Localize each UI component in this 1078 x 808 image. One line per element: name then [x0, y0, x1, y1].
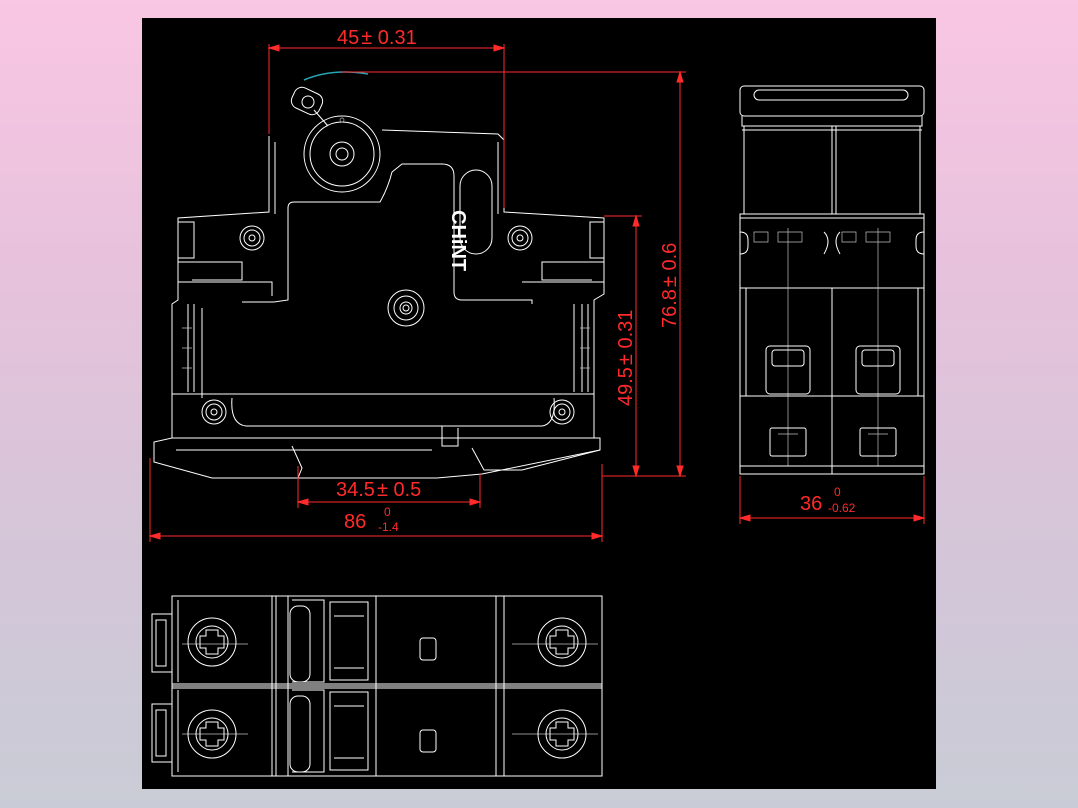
side-terminal-left — [765, 345, 811, 395]
dim-body-height: 49.5± 0.31 — [615, 310, 637, 406]
svg-text:0: 0 — [384, 505, 391, 519]
side-view — [739, 85, 925, 475]
top-view — [151, 595, 603, 777]
side-top-cap — [739, 85, 925, 117]
front-screw-bottom-right — [549, 399, 575, 425]
dim-top-width: 45± 0.31 — [337, 27, 417, 49]
dim-side-width: 36 0 -0.62 — [800, 485, 856, 515]
side-terminal-right — [855, 345, 901, 395]
technical-drawing: CHiNT 45± 0.31 76.8± 0.6 49.5± 0.31 34.5… — [148, 27, 926, 777]
svg-text:-1.4: -1.4 — [378, 520, 399, 534]
front-inner-face — [287, 163, 533, 304]
indicator-slot — [459, 169, 493, 255]
svg-text:0: 0 — [834, 485, 841, 499]
top-pole-2 — [151, 685, 603, 777]
svg-text:-0.62: -0.62 — [828, 501, 856, 515]
side-dimensions: 36 0 -0.62 — [738, 476, 926, 524]
front-dimensions: 45± 0.31 76.8± 0.6 49.5± 0.31 34.5± 0.5 … — [148, 27, 686, 542]
front-screw-bottom-left — [201, 399, 227, 425]
dim-rail-width: 34.5± 0.5 — [336, 479, 421, 501]
front-view: CHiNT — [153, 71, 605, 479]
drawing-canvas: CHiNT 45± 0.31 76.8± 0.6 49.5± 0.31 34.5… — [142, 18, 936, 789]
top-pole-1 — [151, 595, 603, 687]
front-body-outline — [153, 129, 605, 479]
front-screw-right — [507, 225, 533, 251]
rotary-knob — [303, 115, 381, 193]
dim-overall-height: 76.8± 0.6 — [659, 243, 681, 328]
brand-logo: CHiNT — [447, 210, 469, 271]
toggle-swing-arc — [303, 71, 369, 81]
toggle-lever — [290, 86, 329, 127]
svg-text:36: 36 — [800, 493, 822, 515]
front-screw-left — [239, 225, 265, 251]
dim-overall-length: 86 0 -1.4 — [344, 505, 399, 534]
front-screw-center — [387, 289, 425, 327]
svg-text:86: 86 — [344, 511, 366, 533]
